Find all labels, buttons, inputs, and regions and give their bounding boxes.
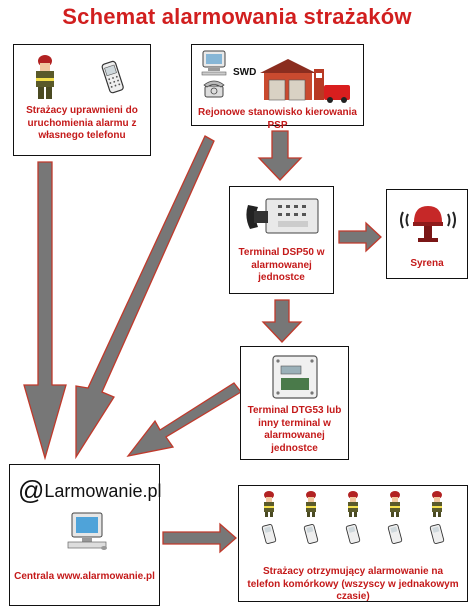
central-computer-icon [67, 512, 107, 550]
siren-box: Syrena [386, 189, 468, 279]
phone-icon [345, 523, 361, 545]
terminal-dtg53-box: Terminal DTG53 lub inny terminal w alarm… [240, 346, 349, 460]
firefighter-icon [432, 491, 442, 517]
terminal-dtg53-icon [272, 355, 318, 399]
at-sign-icon: @ [18, 475, 45, 505]
arrow-dsp50-to-dtg53 [261, 299, 303, 343]
phone-icon [303, 523, 319, 545]
fire-station-icon [260, 59, 350, 103]
siren-caption: Syrena [410, 258, 444, 269]
firefighter-icon [264, 491, 274, 517]
firefighters-authorized-caption: Strażacy uprawnieni do uruchomienia alar… [26, 105, 138, 141]
arrow-dsp50-to-siren [338, 221, 382, 253]
firefighter-icon [306, 491, 316, 517]
firefighters-receiving-box: Strażacy otrzymujący alarmowanie na tele… [238, 485, 468, 602]
arrow-dtg53-to-central [126, 382, 242, 457]
phone-icon [261, 523, 277, 545]
terminal-dsp50-box: Terminal DSP50 w alarmowanej jednostce [229, 186, 334, 294]
firefighters-authorized-box: Strażacy uprawnieni do uruchomienia alar… [13, 44, 151, 156]
phone-icon [387, 523, 403, 545]
terminal-dtg53-caption: Terminal DTG53 lub inny terminal w alarm… [247, 405, 342, 454]
firefighter-icon [36, 55, 54, 99]
siren-icon [400, 206, 456, 242]
phone-icon [429, 523, 445, 545]
firefighter-icon [390, 491, 400, 517]
brand-logo: @Larmowanie.pl [18, 475, 161, 506]
firefighter-icon [348, 491, 358, 517]
central-box: @Larmowanie.pl Centrala www.alarmowanie.… [9, 464, 161, 606]
receivers-icons [261, 491, 445, 545]
terminal-dsp50-caption: Terminal DSP50 w alarmowanej jednostce [238, 247, 325, 283]
arrow-central-to-receivers [162, 522, 237, 554]
diagram-title: Schemat alarmowania strażaków [62, 4, 412, 29]
central-caption: Centrala www.alarmowanie.pl [14, 571, 155, 582]
arrow-dispatch-to-central [75, 135, 215, 460]
dispatch-caption: Rejonowe stanowisko kierowania PSP [198, 107, 357, 131]
firefighters-receiving-caption: Strażacy otrzymujący alarmowanie na tele… [247, 566, 459, 602]
arrow-dispatch-to-dsp50 [257, 130, 303, 181]
telephone-icon [203, 80, 225, 98]
dispatch-box: SWD Rejonowe stanowisko kierowania PSP [191, 44, 364, 131]
brand-name: Larmowanie.pl [44, 481, 162, 501]
terminal-dsp50-icon [246, 198, 319, 234]
phone-icon [101, 60, 124, 94]
computer-icon [201, 50, 227, 76]
arrow-firefighters-to-central [23, 161, 67, 461]
swd-label: SWD [233, 67, 257, 78]
